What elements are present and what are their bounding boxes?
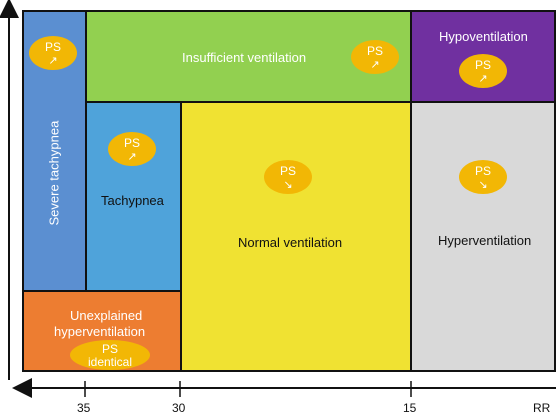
ps-badge-tachypnea: PS ↗ (108, 132, 156, 166)
ps-text: PS (123, 136, 140, 150)
normal-ventilation-label: Normal ventilation (238, 235, 343, 250)
ps-badge-unexplained: PS identical (70, 340, 150, 370)
down-arrow-icon: ↘ (283, 179, 293, 191)
region-tachypnea: Tachypnea (85, 101, 182, 292)
tick-label-35: 35 (77, 401, 91, 415)
ps-text: PS (366, 44, 383, 58)
tachypnea-label: Tachypnea (101, 193, 164, 208)
ps-badge-severe-tachypnea: PS ↗ (29, 36, 77, 70)
unexplained-label-line1: Unexplained (70, 308, 143, 323)
region-hyperventilation: Hyperventilation (410, 101, 556, 372)
ps-badge-hyperventilation: PS ↘ (459, 160, 507, 194)
ps-badge-hypoventilation: PS ↗ (459, 54, 507, 88)
up-arrow-icon: ↗ (478, 73, 488, 85)
tick-label-15: 15 (403, 401, 417, 415)
ps-badge-insufficient-ventilation: PS ↗ (351, 40, 399, 74)
ps-text: PS (279, 164, 296, 178)
x-axis-label: RR (533, 401, 551, 415)
up-arrow-icon: ↗ (127, 151, 137, 163)
up-arrow-icon: ↗ (370, 59, 380, 71)
unexplained-label-line2: hyperventilation (54, 324, 146, 339)
tick-label-30: 30 (172, 401, 186, 415)
up-arrow-icon: ↗ (48, 55, 58, 67)
down-arrow-icon: ↘ (478, 179, 488, 191)
hypoventilation-label: Hypoventilation (439, 29, 528, 44)
severe-tachypnea-label: Severe tachypnea (46, 120, 62, 226)
insufficient-ventilation-label: Insufficient ventilation (182, 50, 307, 65)
identical-text: identical (87, 355, 133, 369)
region-normal-ventilation: Normal ventilation (180, 101, 412, 372)
ps-text: PS (101, 342, 118, 356)
ps-badge-normal-ventilation: PS ↘ (264, 160, 312, 194)
ps-text: PS (44, 40, 61, 54)
ps-text: PS (474, 164, 491, 178)
hyperventilation-label: Hyperventilation (438, 233, 532, 248)
ps-text: PS (474, 58, 491, 72)
